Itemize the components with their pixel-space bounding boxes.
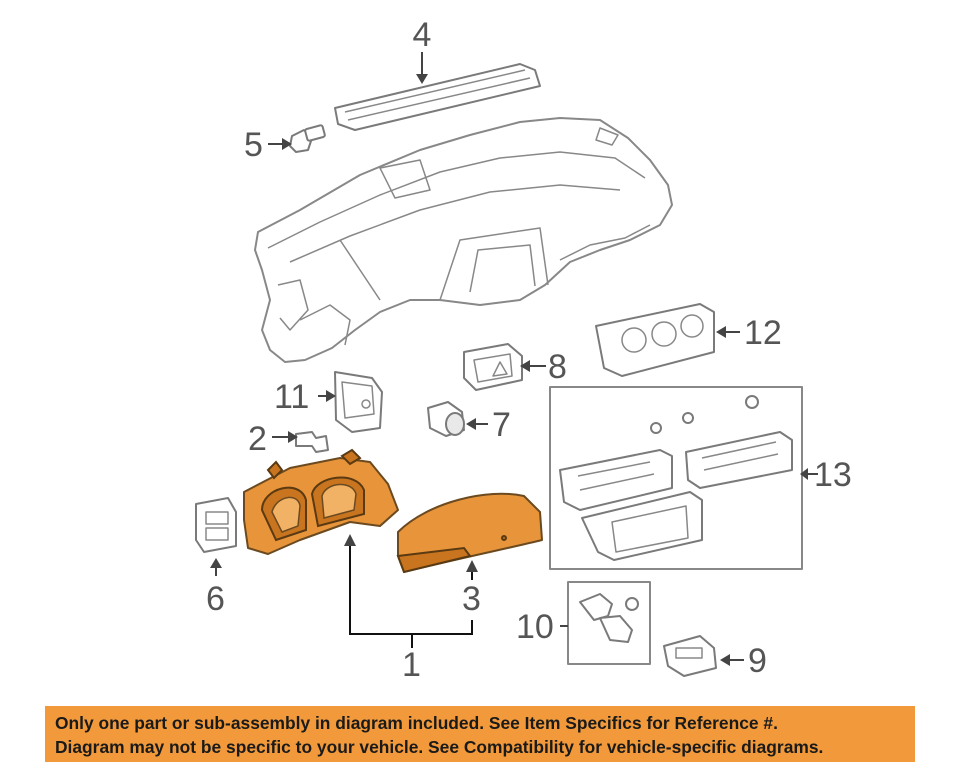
callout-5: 5 [244,126,263,164]
part-7-knob [427,401,465,437]
disclaimer-line-1: Only one part or sub-assembly in diagram… [55,713,778,733]
callout-9: 9 [748,642,767,680]
callout-arrows [210,52,818,666]
part-10-assembly-box [567,581,651,665]
disclaimer-banner: Only one part or sub-assembly in diagram… [45,706,915,762]
callout-4: 4 [413,16,432,54]
part-12-climate-panel [595,303,715,377]
part-2-bolt [295,431,329,453]
callout-labels: 4 5 11 2 8 12 7 13 6 3 10 1 9 [206,16,852,684]
disclaimer-line-2: Diagram may not be specific to your vehi… [55,737,824,757]
part-9-connector [663,635,717,677]
part-3-cluster-lens [396,492,543,574]
dashboard-panel [254,117,673,363]
callout-2: 2 [248,420,267,458]
callout-8: 8 [548,348,567,386]
callout-7: 7 [492,406,511,444]
part-11-switch [334,371,383,433]
part-4-vent-bar [334,63,541,131]
part-1-instrument-cluster [243,448,399,555]
callout-10: 10 [516,608,554,646]
callout-1: 1 [402,646,421,684]
callout-11: 11 [274,378,309,416]
callout-3: 3 [462,580,481,618]
part-13-assembly-box [549,386,803,570]
leader-lines-1-3 [344,534,478,648]
part-6-switch [195,497,237,553]
callout-12: 12 [744,314,782,352]
callout-6: 6 [206,580,225,618]
callout-13: 13 [814,456,852,494]
part-8-hazard-switch [463,343,523,391]
part-5-bolt [289,124,326,153]
parts-diagram: 4 5 11 2 8 12 7 13 6 3 10 1 9 [195,16,852,684]
